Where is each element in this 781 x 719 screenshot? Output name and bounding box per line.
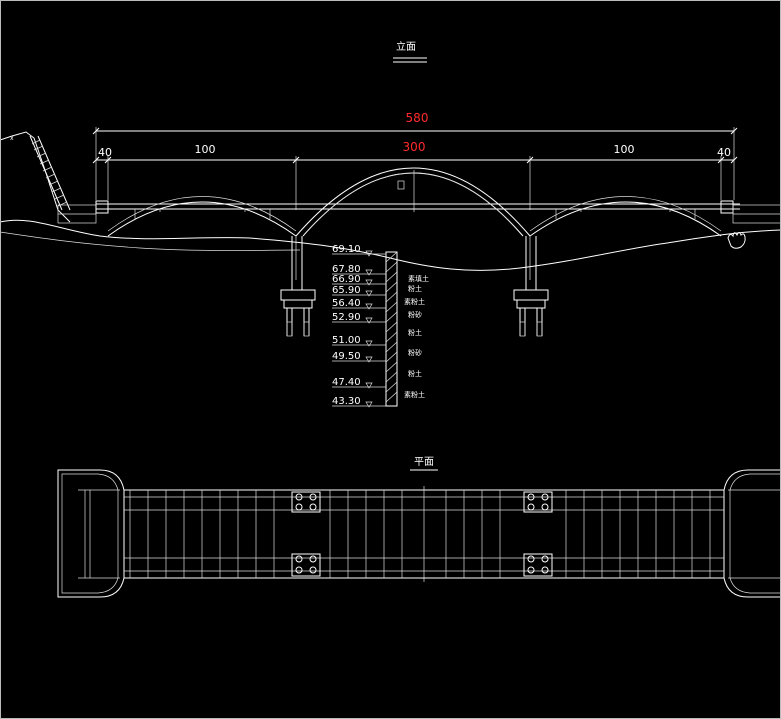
level-value: 67.80 <box>332 264 361 275</box>
plan-pier-right <box>523 491 553 577</box>
bridge-deck <box>95 200 781 224</box>
level-row: 51.00 <box>332 335 386 347</box>
level-value: 65.90 <box>332 285 361 296</box>
level-row: 49.50 <box>332 351 386 363</box>
dimension-abutment-left: 40 <box>98 146 112 159</box>
soil-label: 粉砂 <box>408 348 422 357</box>
borehole-column <box>385 251 398 407</box>
dimension-total: 580 <box>406 111 429 125</box>
dimension-lines <box>92 127 738 210</box>
level-value: 47.40 <box>332 377 361 388</box>
level-row: 67.80 <box>332 264 386 276</box>
level-row: 69.10 <box>332 244 386 257</box>
soil-label: 粉土 <box>408 284 422 293</box>
level-row: 66.90 <box>332 274 386 286</box>
level-value: 49.50 <box>332 351 361 362</box>
soil-label: 素粉土 <box>404 390 425 399</box>
level-value: 43.30 <box>332 396 361 407</box>
level-value: 66.90 <box>332 274 361 285</box>
hand-symbol <box>727 232 746 249</box>
level-value: 56.40 <box>332 298 361 309</box>
soil-label: 素粉土 <box>404 297 425 306</box>
main-arch <box>295 167 531 280</box>
side-arch-right <box>529 196 722 237</box>
ground-line <box>0 219 781 271</box>
level-row: 56.40 <box>332 298 386 310</box>
level-row: 52.90 <box>332 312 386 324</box>
borehole-log <box>385 251 398 407</box>
level-value: 69.10 <box>332 244 361 255</box>
borehole-soil-labels: 素填土 粉土 素粉土 粉砂 粉土 粉砂 粉土 素粉土 <box>404 274 429 399</box>
soil-label: 粉土 <box>408 328 422 337</box>
elevation-title: 立面 <box>396 40 416 53</box>
svg-text:x: x <box>10 135 14 142</box>
left-embankment: x <box>0 131 97 224</box>
plan-pier-left <box>291 491 321 577</box>
dimension-abutment-right: 40 <box>717 146 731 159</box>
borehole-levels: 69.10 67.80 66.90 65.90 56.40 52.90 <box>332 244 386 408</box>
level-row: 65.90 <box>332 285 386 297</box>
dimension-main-span: 300 <box>403 140 426 154</box>
side-arch-left <box>107 196 297 237</box>
soil-label: 粉土 <box>408 369 422 378</box>
level-row: 43.30 <box>332 396 386 408</box>
soil-label: 素填土 <box>408 274 429 283</box>
plan-title: 平面 <box>414 457 434 468</box>
dimension-side-span-right: 100 <box>614 143 635 156</box>
level-value: 52.90 <box>332 312 361 323</box>
pier-left <box>280 236 316 337</box>
ground-line-lower <box>0 231 301 251</box>
soil-label: 粉砂 <box>408 310 422 319</box>
dimension-side-span-left: 100 <box>195 143 216 156</box>
level-value: 51.00 <box>332 335 361 346</box>
pier-right <box>513 236 549 337</box>
level-row: 47.40 <box>332 377 386 389</box>
plan-view <box>57 469 781 598</box>
